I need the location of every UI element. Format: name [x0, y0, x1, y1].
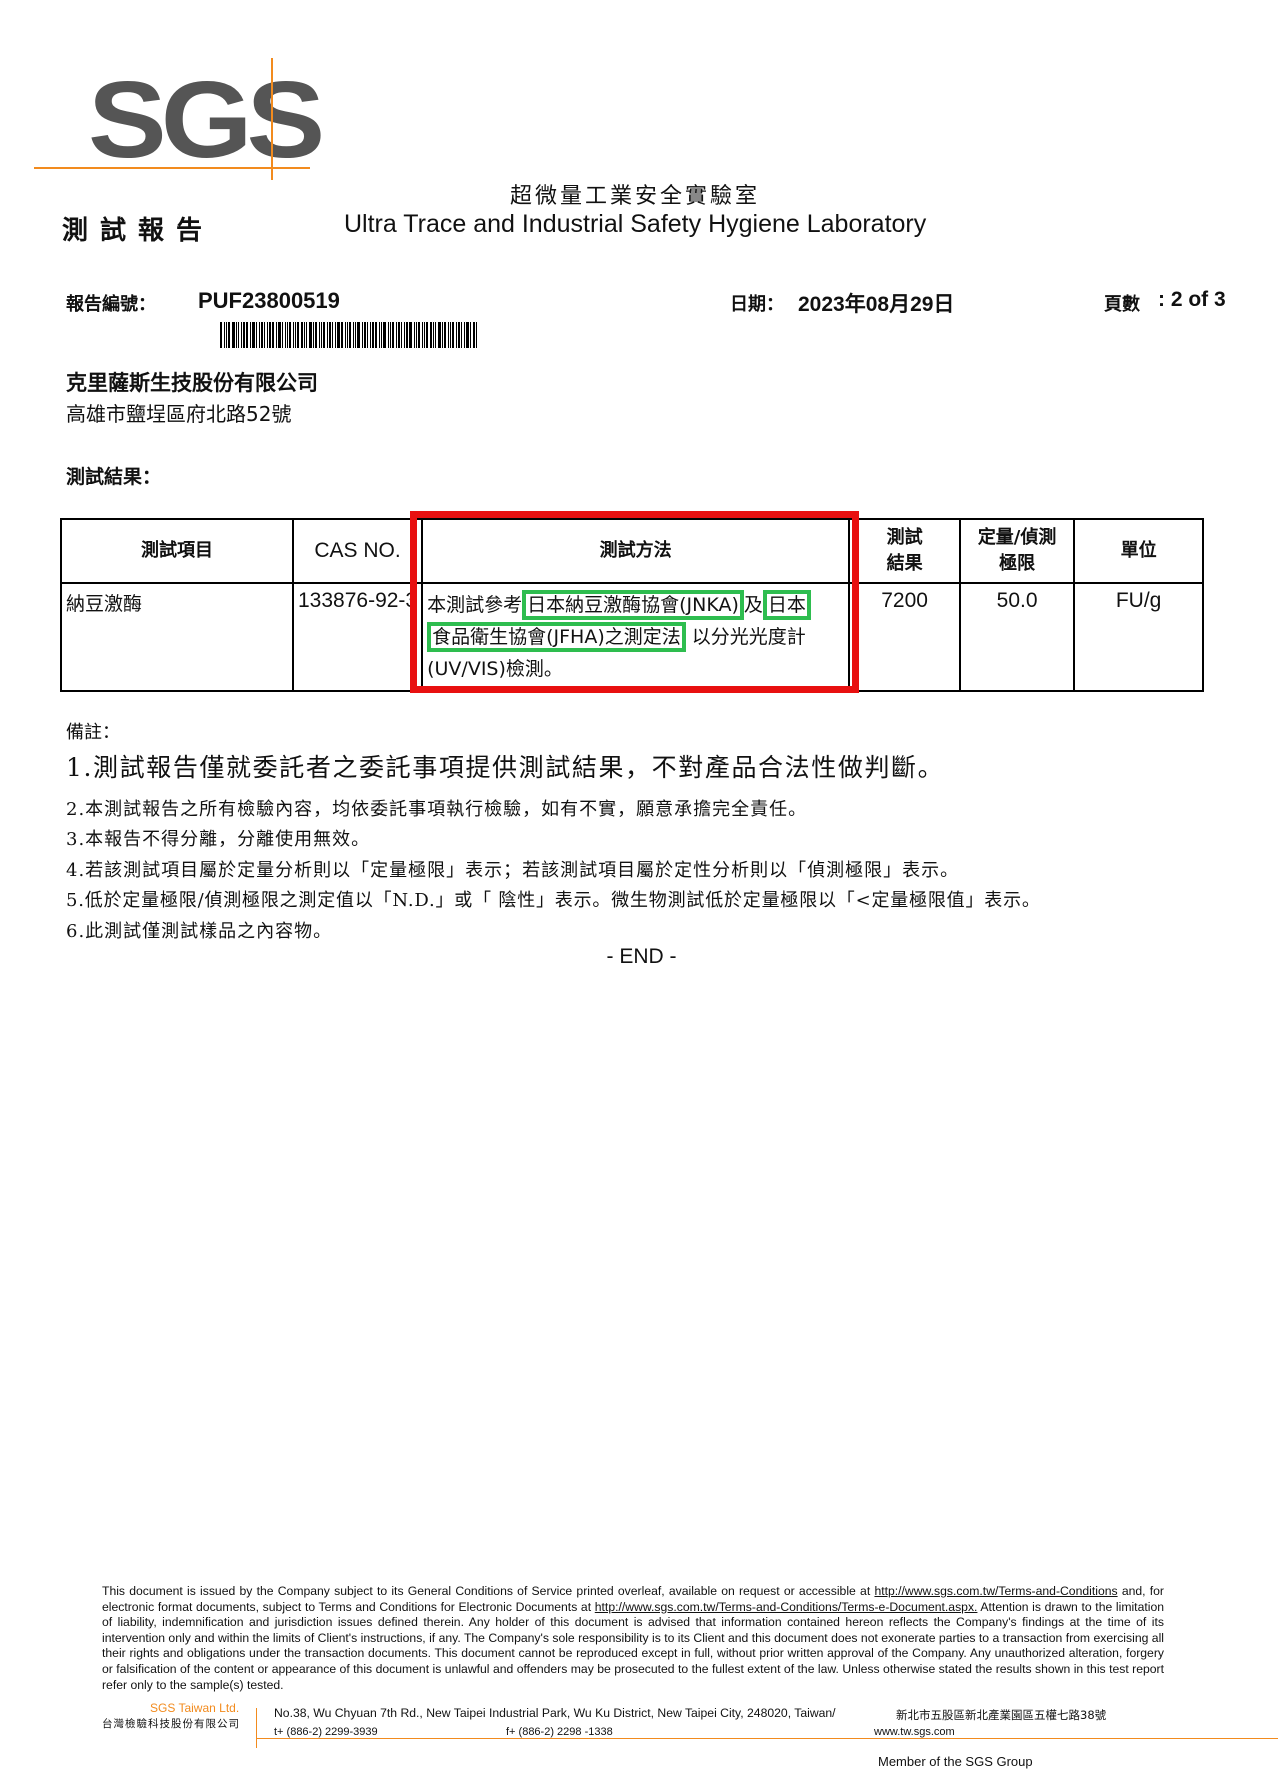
header-test-item: 測試項目	[60, 518, 294, 584]
terms-link[interactable]: http://www.sgs.com.tw/Terms-and-Conditio…	[874, 1584, 1118, 1598]
footer-website[interactable]: www.tw.sgs.com	[874, 1726, 955, 1738]
note-item: 6.此測試僅測試樣品之內容物。	[66, 921, 333, 942]
report-date: 2023年08月29日	[798, 293, 955, 316]
client-company-name: 克里薩斯生技股份有限公司	[66, 371, 318, 395]
header-test-method: 測試方法	[421, 518, 851, 584]
footer-address-english: No.38, Wu Chyuan 7th Rd., New Taipei Ind…	[274, 1706, 836, 1720]
method-suffix-b: (UV/VIS)檢測。	[427, 658, 563, 680]
lab-name-chinese: 超微量工業安全實驗室	[510, 184, 761, 209]
footer-company-chinese: 台灣檢驗科技股份有限公司	[102, 1718, 240, 1730]
note-item: 4.若該測試項目屬於定量分析則以「定量極限」表示；若該測試項目屬於定性分析則以「…	[66, 860, 960, 881]
header-test-result: 測試結果	[848, 518, 962, 584]
page-number: : 2 of 3	[1158, 288, 1226, 311]
header-limit-line2: 極限	[999, 553, 1036, 574]
method-highlight-jfha-part1: 日本	[762, 590, 811, 620]
results-table: 測試項目 CAS NO. 測試方法 測試結果 定量/偵測極限 單位 納豆激酶 1…	[60, 518, 1205, 692]
sgs-logo-text: SGS	[88, 59, 325, 182]
method-prefix: 本測試參考	[427, 594, 523, 616]
disclaimer-part2: and, for electronic format documents, su…	[102, 1584, 1164, 1614]
header-limit: 定量/偵測極限	[959, 518, 1076, 584]
method-suffix-a: 以分光光度計	[685, 626, 806, 648]
header-result-line1: 測試	[886, 526, 923, 548]
method-and: 及	[743, 594, 763, 616]
client-address: 高雄市鹽埕區府北路52號	[66, 402, 292, 426]
disclaimer-part1: This document is issued by the Company s…	[102, 1584, 875, 1598]
disclaimer-part3: Attention is drawn to the limitation of …	[102, 1599, 1164, 1692]
end-marker: - END -	[606, 945, 677, 968]
footer-telephone: t+ (886-2) 2299-3939	[274, 1726, 378, 1738]
note-item: 3.本報告不得分離，分離使用無效。	[66, 829, 371, 850]
cell-test-result: 7200	[848, 582, 962, 692]
cell-test-method: 本測試參考日本納豆激酶協會(JNKA)及日本食品衛生協會(JFHA)之測定法 以…	[421, 582, 851, 692]
table-row: 納豆激酶 133876-92-3 本測試參考日本納豆激酶協會(JNKA)及日本食…	[60, 582, 1205, 692]
note-item: 2.本測試報告之所有檢驗內容，均依委託事項執行檢驗，如有不實，願意承擔完全責任。	[66, 799, 808, 820]
footer-address-chinese: 新北市五股區新北產業園區五權七路38號	[896, 1708, 1107, 1722]
logo-horizontal-line	[34, 167, 310, 169]
cell-limit: 50.0	[959, 582, 1076, 692]
e-terms-link[interactable]: http://www.sgs.com.tw/Terms-and-Conditio…	[594, 1599, 978, 1614]
date-label: 日期：	[730, 294, 784, 315]
footer-company-english: SGS Taiwan Ltd.	[150, 1701, 240, 1715]
test-results-label: 測試結果：	[66, 466, 162, 488]
method-highlight-jfha-part2: 食品衛生協會(JFHA)之測定法	[427, 622, 686, 652]
cell-test-item: 納豆激酶	[60, 582, 294, 692]
footer-vertical-divider	[256, 1708, 257, 1748]
footer-horizontal-divider	[256, 1738, 1278, 1739]
barcode	[220, 322, 518, 348]
report-title: 測試報告	[62, 216, 215, 246]
method-highlight-jnka: 日本納豆激酶協會(JNKA)	[522, 590, 744, 620]
cell-unit: FU/g	[1073, 582, 1205, 692]
sgs-logo: SGS	[34, 58, 325, 180]
logo-vertical-line	[271, 58, 273, 180]
legal-disclaimer: This document is issued by the Company s…	[102, 1584, 1164, 1693]
header-cas-no: CAS NO.	[291, 518, 424, 584]
lab-name-english: Ultra Trace and Industrial Safety Hygien…	[344, 210, 927, 238]
note-item: 1.測試報告僅就委託者之委託事項提供測試結果，不對產品合法性做判斷。	[66, 753, 945, 782]
cell-cas-no: 133876-92-3	[291, 582, 424, 692]
report-number: PUF23800519	[198, 288, 340, 313]
notes-label: 備註：	[66, 722, 120, 743]
footer-fax: f+ (886-2) 2298 -1338	[506, 1726, 613, 1738]
header-result-line2: 結果	[886, 553, 923, 574]
page-label: 頁數	[1104, 294, 1140, 315]
header-unit: 單位	[1073, 518, 1205, 584]
table-header-row: 測試項目 CAS NO. 測試方法 測試結果 定量/偵測極限 單位	[60, 518, 1205, 584]
footer-member-text: Member of the SGS Group	[878, 1754, 1033, 1769]
note-item: 5.低於定量極限/偵測極限之測定值以「N.D.」或「 陰性」表示。微生物測試低於…	[66, 890, 1041, 911]
header-limit-line1: 定量/偵測	[977, 526, 1057, 548]
report-number-label: 報告編號：	[66, 294, 156, 315]
